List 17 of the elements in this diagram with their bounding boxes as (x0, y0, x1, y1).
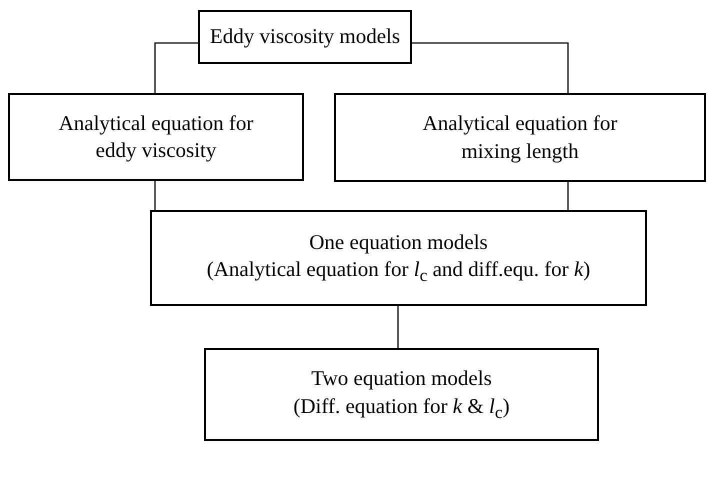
model-box (8, 93, 304, 181)
model-description: (Diff. equation for k & l$_{c}$) (293, 392, 510, 424)
connector-line (154, 181, 156, 210)
connector-line (567, 182, 569, 210)
model-description: (Analytical equation for l$_{c}$ and diff.equ. for k) (206, 256, 590, 288)
model-box (334, 93, 706, 182)
model-title: One equation models (309, 228, 488, 256)
connector-line (412, 42, 569, 93)
connector-line (397, 306, 399, 348)
connector-line (154, 42, 198, 93)
model-title: Eddy viscosity models (210, 23, 400, 50)
model-box (204, 348, 599, 441)
model-box (198, 10, 412, 64)
model-box (150, 210, 647, 306)
model-title: Analytical equation for eddy viscosity (58, 110, 254, 164)
model-title: Two equation models (311, 365, 492, 392)
model-title: Analytical equation for mixing length (422, 110, 618, 164)
